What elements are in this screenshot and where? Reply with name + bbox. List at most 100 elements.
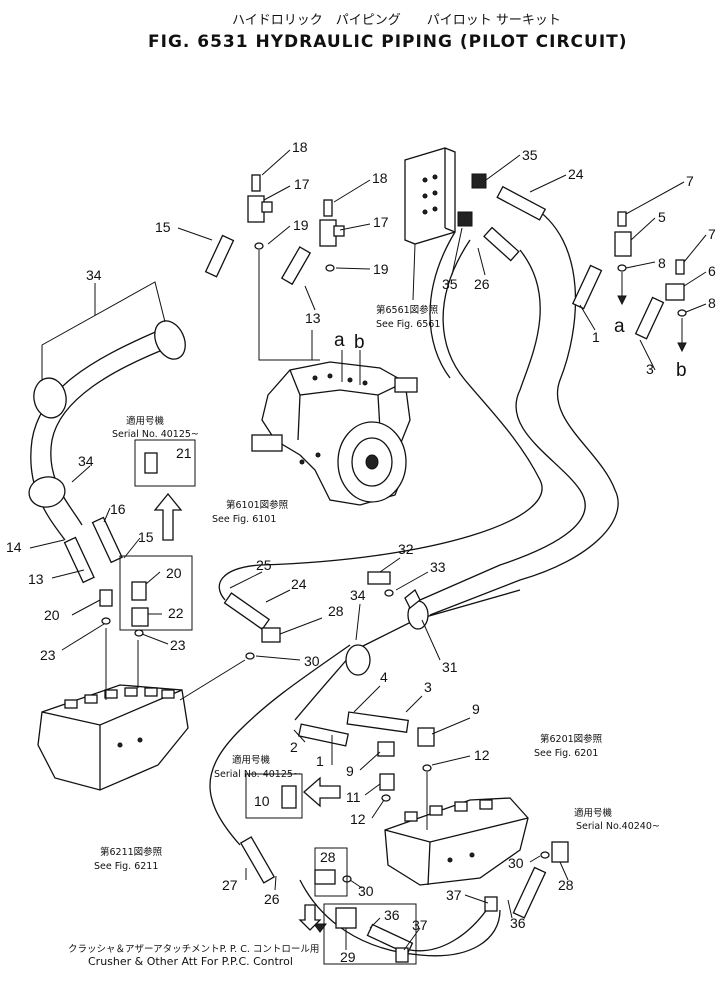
reference-6201-jp: 第6201図参照 xyxy=(540,733,603,745)
serial-label-en: Serial No. 40125~ xyxy=(214,769,301,780)
down-arrow-icon xyxy=(313,295,687,933)
letter-b: b xyxy=(354,332,365,353)
callout-34: 34 xyxy=(86,267,102,283)
serial-label-jp: 適用号機 xyxy=(232,754,271,766)
serial-notes: 適用号機 Serial No. 40125~ 適用号機 Serial No. 4… xyxy=(112,415,660,832)
reference-6561-jp: 第6561図参照 xyxy=(376,304,439,316)
reference-6101-jp: 第6101図参照 xyxy=(226,499,289,511)
callout-4: 4 xyxy=(380,669,388,685)
inset-box-29 xyxy=(323,903,417,965)
callout-8: 8 xyxy=(658,255,666,271)
serial-label-jp: 適用号機 xyxy=(574,807,613,819)
left-arrow-icon xyxy=(303,776,341,808)
reference-6211-en: See Fig. 6211 xyxy=(94,861,158,872)
callout-7: 7 xyxy=(686,173,694,189)
callout-1: 1 xyxy=(592,329,600,345)
callout-19: 19 xyxy=(293,217,309,233)
callout-36: 36 xyxy=(510,915,526,931)
callout-22: 22 xyxy=(168,605,184,621)
callout-20: 20 xyxy=(44,607,60,623)
callout-5: 5 xyxy=(658,209,666,225)
serial-label-en: Serial No. 40125~ xyxy=(112,429,199,440)
callout-12: 12 xyxy=(474,747,490,763)
callout-2: 2 xyxy=(290,739,298,755)
callout-24: 24 xyxy=(291,576,307,592)
callout-30: 30 xyxy=(508,855,524,871)
callout-20: 20 xyxy=(166,565,182,581)
connection-letters: a b a b xyxy=(334,316,687,381)
callout-23: 23 xyxy=(40,647,56,663)
bottom-note-jp: クラッシャ＆アザーアタッチメントP. P. C. コントロール用 xyxy=(68,944,319,955)
o-ring-icon xyxy=(101,242,687,883)
callout-29: 29 xyxy=(340,949,356,965)
clamp-icon xyxy=(28,320,429,676)
right-control-valve xyxy=(384,797,529,886)
down-arrow-outline-icon xyxy=(298,904,322,931)
callout-13: 13 xyxy=(305,310,321,326)
callout-19: 19 xyxy=(373,261,389,277)
callout-17: 17 xyxy=(373,214,389,230)
callout-26: 26 xyxy=(264,891,280,907)
callout-35: 35 xyxy=(522,147,538,163)
callout-28: 28 xyxy=(328,603,344,619)
pilot-valve-block xyxy=(404,147,456,245)
callout-15: 15 xyxy=(155,219,171,235)
callout-34: 34 xyxy=(78,453,94,469)
title-english: FIG. 6531 HYDRAULIC PIPING (PILOT CIRCUI… xyxy=(148,32,628,52)
callout-31: 31 xyxy=(442,659,458,675)
callout-37: 37 xyxy=(412,917,428,933)
callout-34: 34 xyxy=(350,587,366,603)
callout-30: 30 xyxy=(358,883,374,899)
callout-21: 21 xyxy=(176,445,192,461)
serial-label-en: Serial No.40240~ xyxy=(576,821,660,832)
up-arrow-icon xyxy=(153,492,183,541)
callout-26: 26 xyxy=(474,276,490,292)
left-control-valve xyxy=(37,684,189,791)
title-japanese: ハイドロリック パイピング パイロット サーキット xyxy=(232,13,561,28)
callout-numbers: 18 17 18 17 19 19 15 13 34 34 35 35 24 2… xyxy=(6,139,716,965)
callout-6: 6 xyxy=(708,263,716,279)
inset-box-20-22 xyxy=(119,555,193,631)
callout-12: 12 xyxy=(350,811,366,827)
callout-9: 9 xyxy=(472,701,480,717)
callout-23: 23 xyxy=(170,637,186,653)
callout-28: 28 xyxy=(320,849,336,865)
pilot-hose-routing xyxy=(30,204,619,957)
main-pump-assembly xyxy=(251,361,418,506)
fitting-icon xyxy=(99,173,685,963)
callout-37: 37 xyxy=(446,887,462,903)
callout-3: 3 xyxy=(646,361,654,377)
inset-box-10 xyxy=(245,773,303,819)
reference-6211-jp: 第6211図参照 xyxy=(100,846,163,858)
callout-28: 28 xyxy=(558,877,574,893)
letter-a: a xyxy=(614,316,625,337)
callout-32: 32 xyxy=(398,541,414,557)
letter-a: a xyxy=(334,330,345,351)
callout-1: 1 xyxy=(316,753,324,769)
inset-box-21 xyxy=(134,439,196,487)
hose-icon xyxy=(63,185,665,955)
callout-24: 24 xyxy=(568,166,584,182)
callout-18: 18 xyxy=(372,170,388,186)
figure-references: 第6561図参照 See Fig. 6561 第6101図参照 See Fig.… xyxy=(94,304,603,872)
callout-18: 18 xyxy=(292,139,308,155)
callout-7: 7 xyxy=(708,226,716,242)
callout-10: 10 xyxy=(254,793,270,809)
callout-17: 17 xyxy=(294,176,310,192)
inset-box-28-bottom xyxy=(314,847,348,897)
callout-33: 33 xyxy=(430,559,446,575)
callout-9: 9 xyxy=(346,763,354,779)
callout-25: 25 xyxy=(256,557,272,573)
callout-3: 3 xyxy=(424,679,432,695)
reference-6561-en: See Fig. 6561 xyxy=(376,319,440,330)
callout-16: 16 xyxy=(110,501,126,517)
callout-13: 13 xyxy=(28,571,44,587)
callout-14: 14 xyxy=(6,539,22,555)
bottom-note-en: Crusher & Other Att For P.P.C. Control xyxy=(88,955,293,968)
callout-15: 15 xyxy=(138,529,154,545)
serial-label-jp: 適用号機 xyxy=(126,415,165,427)
callout-35: 35 xyxy=(442,276,458,292)
reference-6201-en: See Fig. 6201 xyxy=(534,748,598,759)
leader-lines xyxy=(29,149,707,951)
